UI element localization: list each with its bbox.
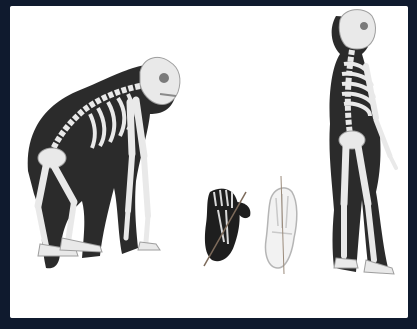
human-foot-illustration	[266, 176, 297, 274]
ape-foot-illustration	[204, 189, 250, 266]
ape-skeleton	[28, 57, 180, 268]
human-skeleton	[329, 10, 396, 274]
illustration-panel	[10, 6, 408, 318]
human-feet	[334, 258, 358, 268]
ape-hand	[138, 242, 160, 250]
human-skull	[339, 10, 375, 49]
evolution-illustration	[10, 6, 408, 318]
